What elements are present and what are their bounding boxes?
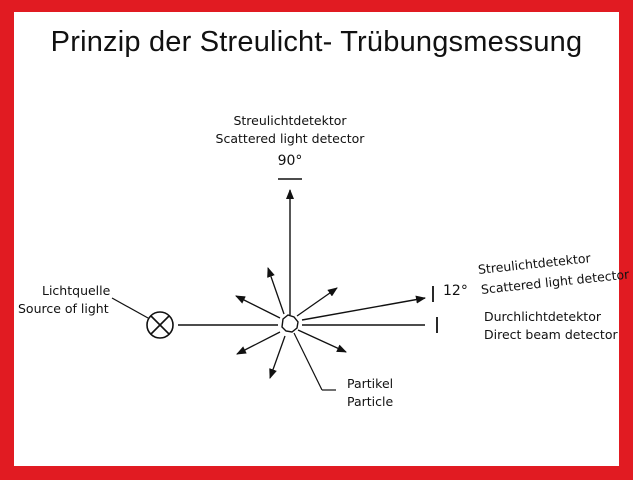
angle-90-label: 90° (277, 153, 303, 169)
particle-shape (281, 314, 299, 333)
arrow-12-degree (301, 295, 426, 321)
scatter-arrows (235, 267, 347, 379)
particle-label-de: Partikel (347, 376, 394, 391)
scatter-arrow-down-left-steep (269, 335, 286, 379)
particle-leader-line (293, 332, 323, 391)
direct-detector-label-en: Direct beam detector (484, 327, 618, 342)
scatter-arrow-up-left-steep (267, 267, 285, 315)
source-label-de: Lichtquelle (42, 283, 111, 298)
top-detector-label-en: Scattered light detector (215, 131, 365, 146)
scatter-arrow-up-left (235, 295, 281, 319)
top-detector-label-de: Streulichtdetektor (233, 113, 347, 128)
scatter-arrow-up-right (296, 287, 338, 317)
particle-label-en: Particle (347, 394, 394, 409)
source-leader-line (111, 297, 149, 319)
light-source-icon (146, 311, 174, 339)
direct-detector-label-de: Durchlichtdetektor (484, 309, 601, 324)
angle-12-label: 12° (443, 283, 468, 299)
scatter-arrow-down-left (236, 331, 281, 355)
diagram-title: Prinzip der Streulicht- Trübungsmessung (50, 26, 583, 58)
scatter-arrow-down-right (297, 329, 347, 353)
source-label-en: Source of light (18, 301, 109, 316)
